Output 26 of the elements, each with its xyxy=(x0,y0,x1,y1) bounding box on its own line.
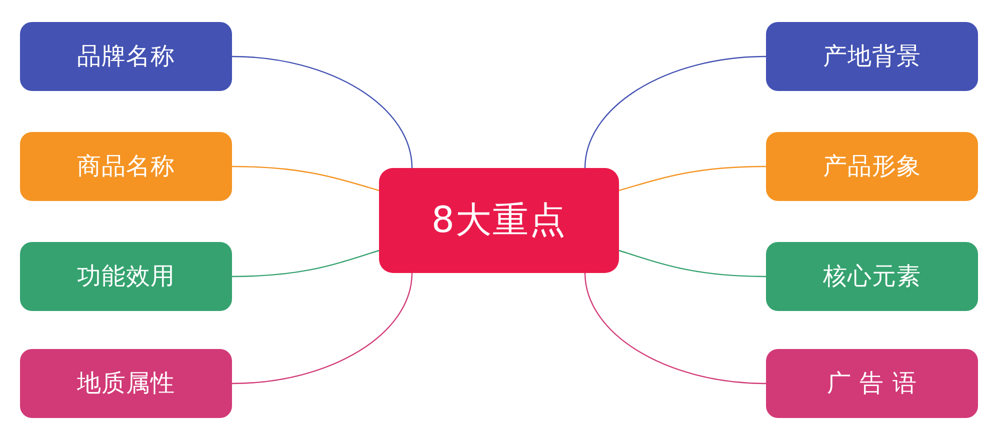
topic-box xyxy=(20,242,232,311)
topic-label: 核心元素 xyxy=(823,262,921,291)
topic-box xyxy=(20,132,232,201)
topic-label: 产品形象 xyxy=(823,152,921,181)
connector-line xyxy=(232,250,380,278)
connector-line xyxy=(232,166,380,192)
topic-box xyxy=(766,349,978,418)
topic-box xyxy=(766,22,978,91)
connector-line xyxy=(584,272,766,384)
topic-box xyxy=(766,242,978,311)
topic-box xyxy=(766,132,978,201)
topic-box xyxy=(20,349,232,418)
topic-label: 地质属性 xyxy=(77,369,175,398)
connector-line xyxy=(618,166,766,192)
central-topic-label: 8大重点 xyxy=(432,198,566,242)
connector-line xyxy=(232,272,413,384)
topic-label: 功能效用 xyxy=(77,262,175,291)
topic-label: 产地背景 xyxy=(823,42,921,71)
topic-box xyxy=(20,22,232,91)
connector-line xyxy=(618,250,766,278)
topic-label: 品牌名称 xyxy=(77,42,175,71)
topic-label: 广 告 语 xyxy=(827,369,917,398)
central-topic-box xyxy=(379,168,619,273)
connector-line xyxy=(232,56,413,168)
connector-line xyxy=(584,56,766,168)
topic-label: 商品名称 xyxy=(77,152,175,181)
